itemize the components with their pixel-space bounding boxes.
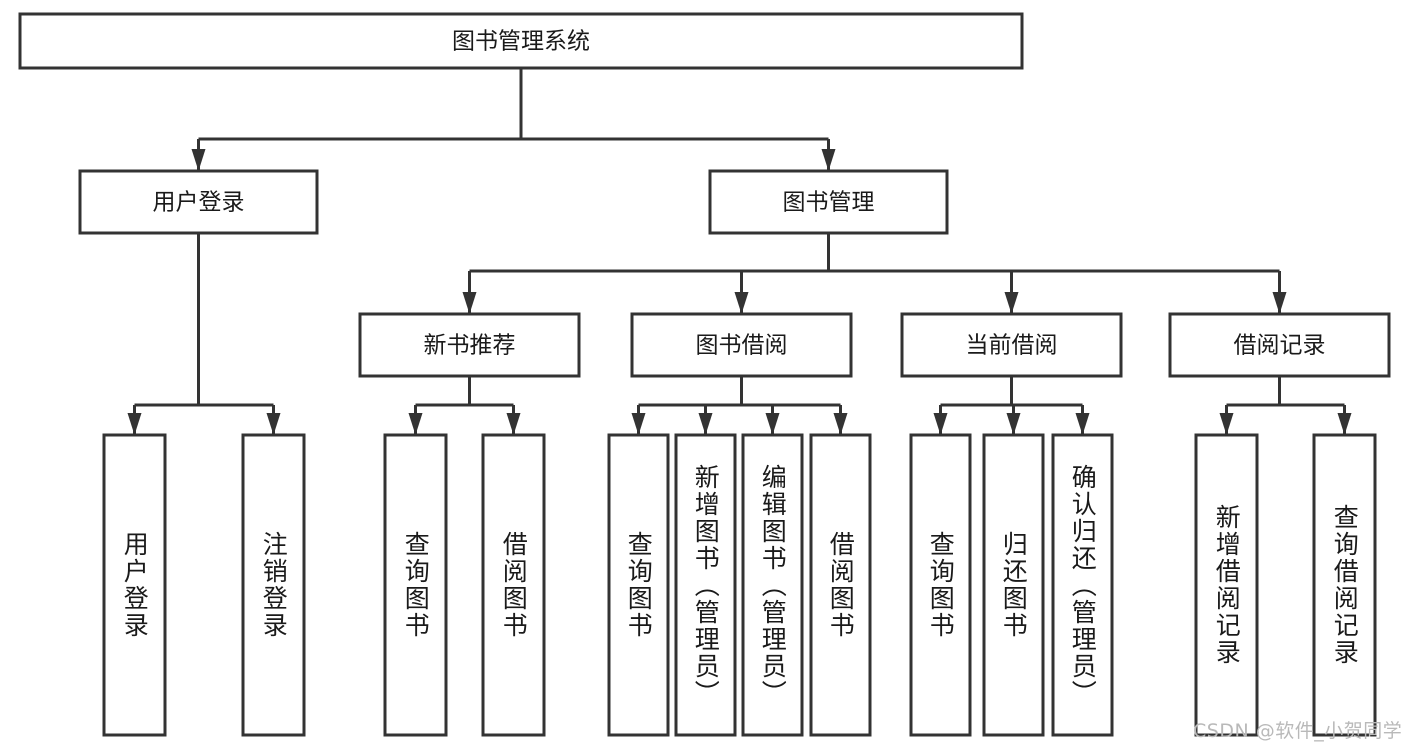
arrow-head-icon: [408, 413, 423, 435]
node-box-newbook[interactable]: [358, 312, 581, 378]
boxes-layer: [18, 12, 1391, 737]
node-box-leaf-11[interactable]: [1051, 433, 1114, 737]
arrow-head-icon: [1006, 413, 1021, 435]
arrow-head-icon: [1272, 292, 1287, 314]
arrow-head-icon: [631, 413, 646, 435]
node-label-bookmgmt: 图书管理: [783, 190, 875, 216]
node-label-newbook: 新书推荐: [424, 333, 516, 359]
connector-group-borrow: [631, 376, 848, 435]
node-box-leaf-12[interactable]: [1194, 433, 1259, 737]
arrow-head-icon: [821, 149, 836, 171]
arrow-head-icon: [833, 413, 848, 435]
arrow-head-icon: [765, 413, 780, 435]
arrow-head-icon: [266, 413, 281, 435]
arrow-head-icon: [1004, 292, 1019, 314]
connector-group-login: [127, 233, 281, 435]
arrow-head-icon: [1075, 413, 1090, 435]
arrow-head-icon: [933, 413, 948, 435]
node-label-root: 图书管理系统: [452, 29, 590, 55]
arrow-head-icon: [191, 149, 206, 171]
node-box-records[interactable]: [1168, 312, 1391, 378]
arrow-head-icon: [127, 413, 142, 435]
node-box-leaf-3[interactable]: [383, 433, 448, 737]
connectors-layer: [127, 68, 1352, 435]
arrow-head-icon: [1337, 413, 1352, 435]
arrow-head-icon: [462, 292, 477, 314]
node-box-borrow[interactable]: [630, 312, 853, 378]
connector-group-root: [191, 68, 836, 171]
node-box-leaf-6[interactable]: [674, 433, 737, 737]
arrow-head-icon: [734, 292, 749, 314]
node-box-leaf-9[interactable]: [909, 433, 972, 737]
csdn-watermark: CSDN @软件_小贺同学: [1193, 720, 1403, 742]
arrow-head-icon: [506, 413, 521, 435]
connector-group-newbook: [408, 376, 521, 435]
connector-group-current: [933, 376, 1090, 435]
node-box-root[interactable]: [18, 12, 1024, 70]
node-label-current: 当前借阅: [966, 333, 1058, 359]
arrow-head-icon: [1219, 413, 1234, 435]
node-label-records: 借阅记录: [1234, 333, 1326, 359]
node-box-leaf-13[interactable]: [1312, 433, 1377, 737]
node-box-leaf-7[interactable]: [741, 433, 804, 737]
node-box-login[interactable]: [78, 169, 319, 235]
node-box-leaf-5[interactable]: [607, 433, 670, 737]
node-label-login: 用户登录: [153, 190, 245, 216]
node-box-leaf-1[interactable]: [102, 433, 167, 737]
node-label-borrow: 图书借阅: [696, 333, 788, 359]
node-box-bookmgmt[interactable]: [708, 169, 949, 235]
node-box-leaf-2[interactable]: [241, 433, 306, 737]
node-box-current[interactable]: [900, 312, 1123, 378]
connector-group-records: [1219, 376, 1352, 435]
node-box-leaf-10[interactable]: [982, 433, 1045, 737]
node-box-leaf-4[interactable]: [481, 433, 546, 737]
node-box-leaf-8[interactable]: [809, 433, 872, 737]
arrow-head-icon: [698, 413, 713, 435]
connector-group-bookmgmt: [462, 233, 1287, 314]
